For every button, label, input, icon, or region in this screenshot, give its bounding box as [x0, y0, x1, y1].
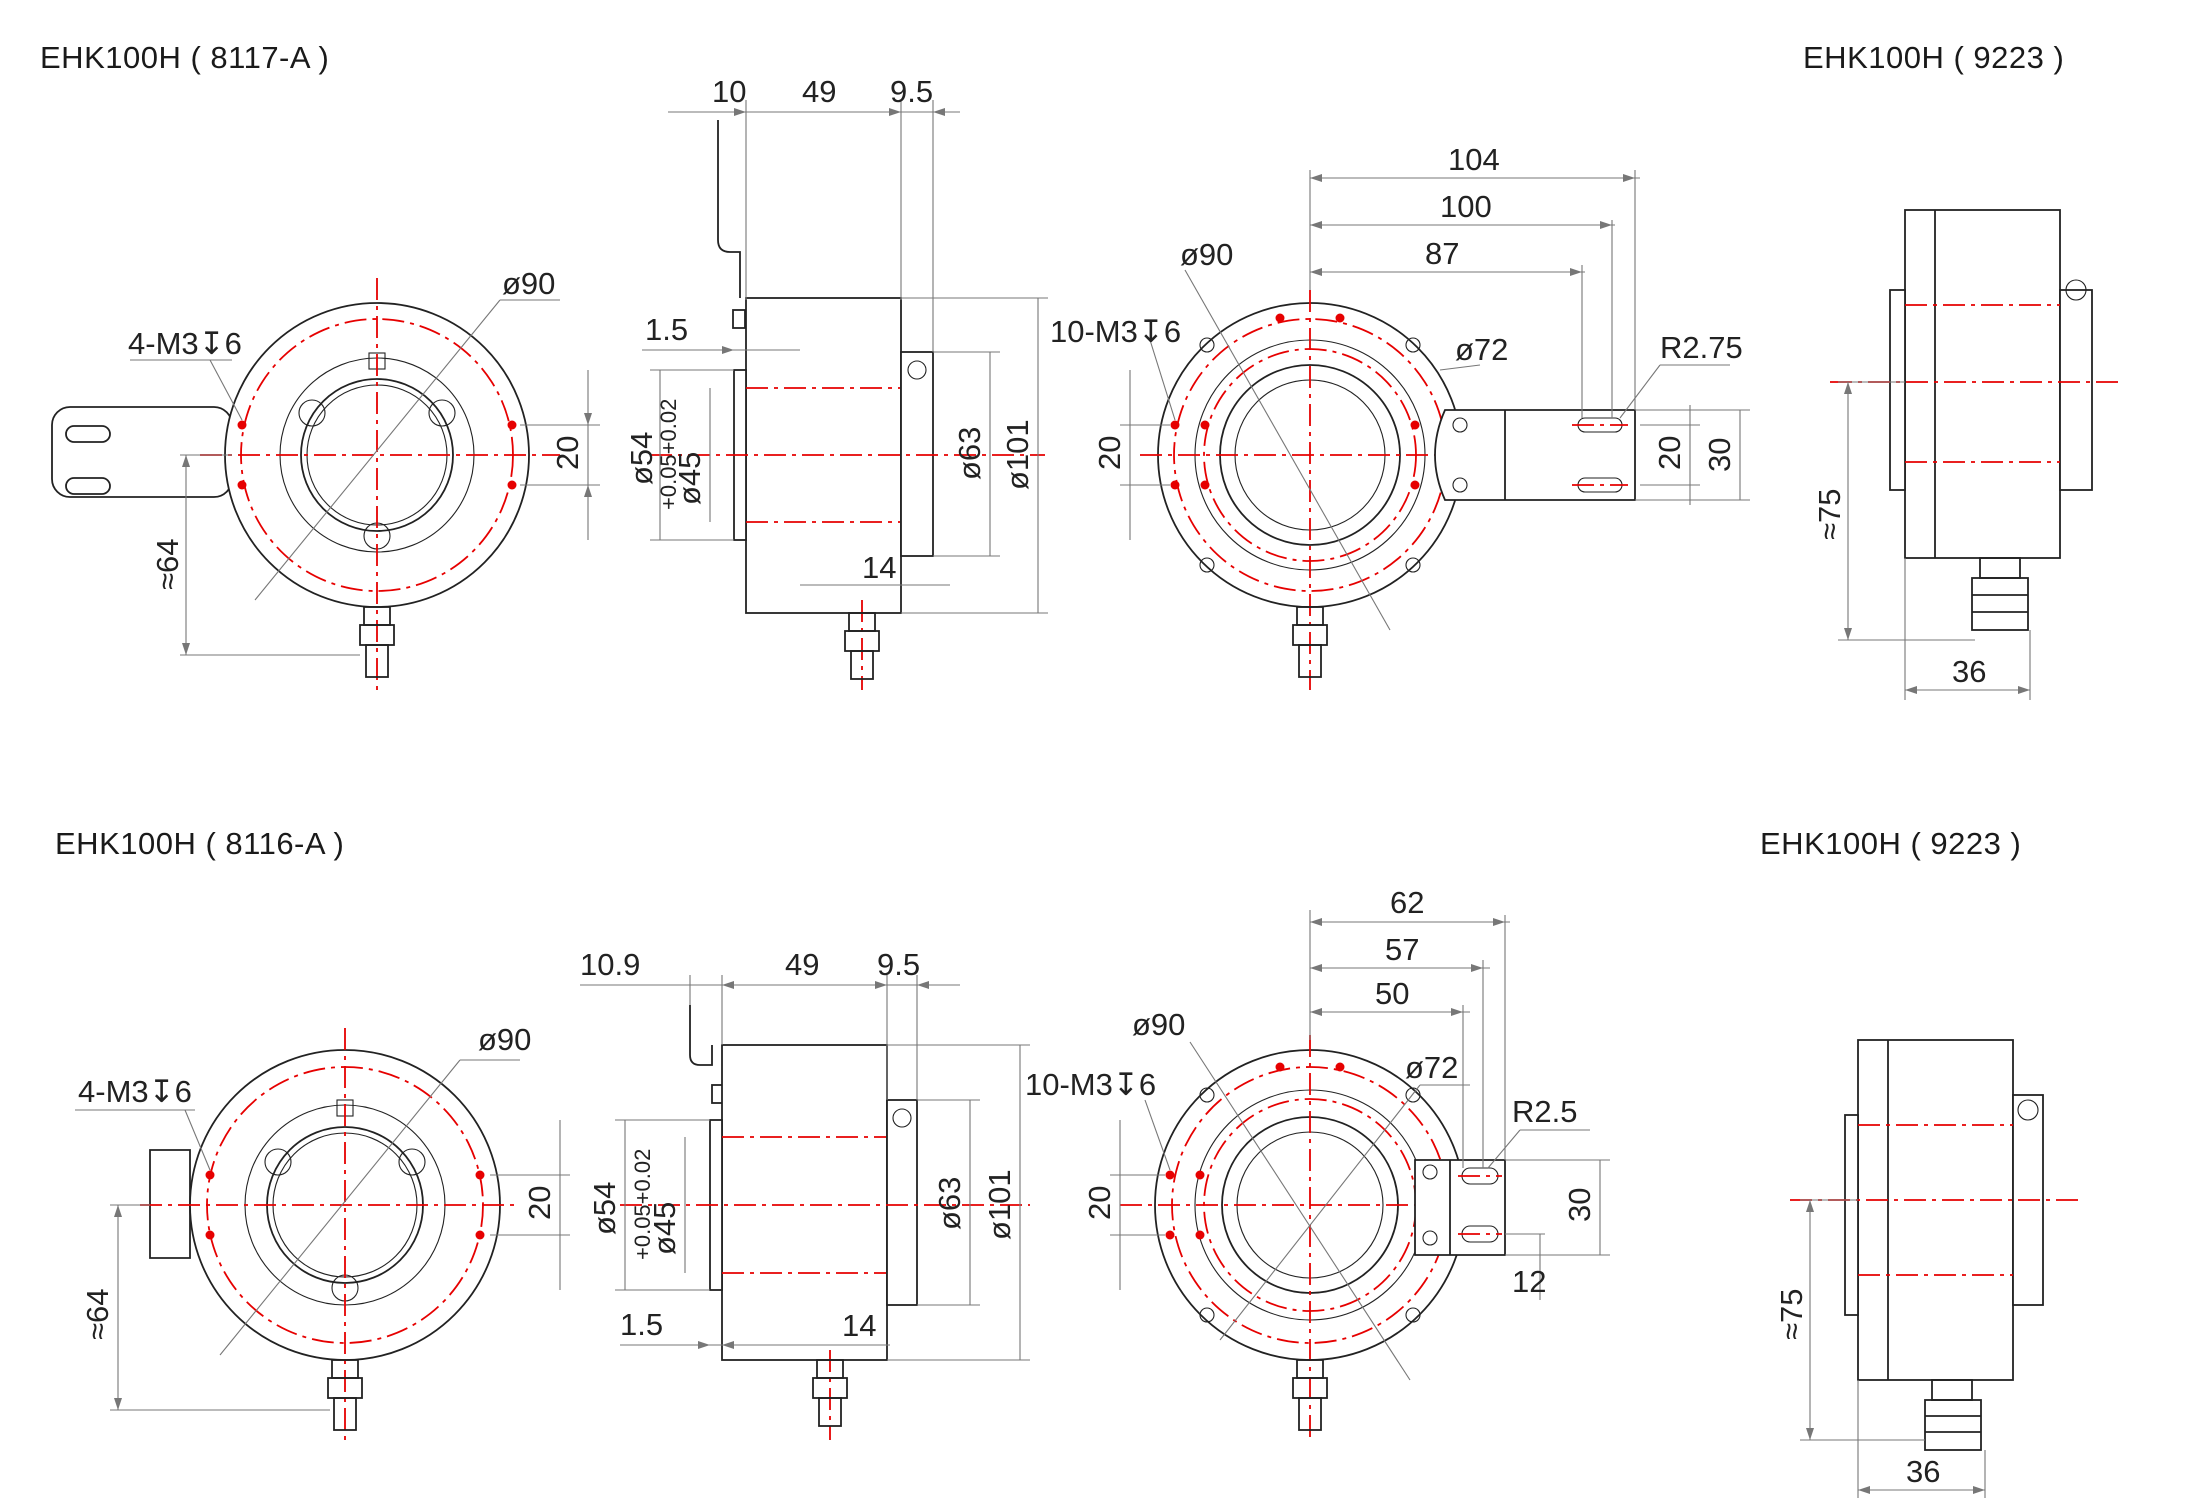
hollow-shaft-bore	[300, 378, 454, 532]
dim-9-5: 9.5	[890, 74, 933, 109]
dim-20: 20	[522, 1186, 557, 1220]
top-side-view: 10 49 9.5 1.5 ø54 ø45 +0.05+0.02 ø63 ø10…	[624, 74, 1048, 690]
title-9223-top: EHK100H ( 9223 )	[1803, 40, 2065, 75]
dim-9-5: 9.5	[877, 947, 920, 982]
top-side-view-2: ≈75 36	[1812, 209, 2120, 700]
hole-callout: 10-M3↧6	[1050, 314, 1181, 349]
dim-dia90: ø90	[478, 1022, 531, 1057]
dim-radius: R2.5	[1512, 1094, 1577, 1129]
dim-dia72: ø72	[1405, 1050, 1458, 1085]
dim-104: 104	[1448, 142, 1500, 177]
dim-dia90: ø90	[1180, 237, 1233, 272]
title-9223-bottom: EHK100H ( 9223 )	[1760, 826, 2022, 861]
dim-20-left: 20	[1092, 436, 1127, 470]
dim-dia63: ø63	[952, 427, 987, 480]
cable-gland	[365, 644, 389, 678]
dim-dia101: ø101	[982, 1169, 1017, 1240]
tether-arm	[1414, 1159, 1506, 1256]
anti-rotation-arm	[689, 1005, 713, 1066]
dim-dia101: ø101	[1000, 419, 1035, 490]
mount-hole	[507, 480, 517, 490]
title-8116-a: EHK100H ( 8116-A )	[55, 826, 345, 861]
mount-hole	[237, 420, 247, 430]
hole-callout: 4-M3↧6	[78, 1074, 192, 1109]
side-housing	[1904, 209, 2061, 559]
hole-callout: 4-M3↧6	[128, 326, 242, 361]
side-housing	[1857, 1039, 2014, 1381]
bottom-side-view: 10.9 49 9.5 1.5 ø54 ø45 +0.05+0.02 ø63 ø…	[580, 947, 1030, 1440]
dim-14: 14	[842, 1308, 876, 1343]
dim-dia45-tolerance: +0.05+0.02	[630, 1149, 655, 1260]
dim-87: 87	[1425, 236, 1459, 271]
dim-dia45-tolerance: +0.05+0.02	[656, 399, 681, 510]
dim-64: ≈64	[80, 1289, 115, 1341]
mounting-bracket	[51, 406, 233, 498]
hole-callout: 10-M3↧6	[1025, 1067, 1156, 1102]
dim-radius: R2.75	[1660, 330, 1743, 365]
dim-14: 14	[862, 550, 896, 585]
dim-12: 12	[1512, 1264, 1546, 1299]
dim-dia90: ø90	[1132, 1007, 1185, 1042]
bottom-front-view: ø90 4-M3↧6 20 ≈64	[75, 1022, 570, 1440]
side-connector	[1971, 577, 2029, 631]
dim-20-left: 20	[1082, 1186, 1117, 1220]
title-8117-a: EHK100H ( 8117-A )	[40, 40, 330, 75]
dim-36: 36	[1906, 1454, 1940, 1489]
side-connector	[1924, 1399, 1982, 1451]
dim-62: 62	[1390, 885, 1424, 920]
arm-screw	[732, 309, 746, 329]
dim-100: 100	[1440, 189, 1492, 224]
dim-57: 57	[1385, 932, 1419, 967]
dim-75: ≈75	[1774, 1289, 1809, 1341]
top-front-view: ø90 4-M3↧6 20 ≈64	[51, 266, 600, 690]
mount-hole	[507, 420, 517, 430]
dim-36: 36	[1952, 654, 1986, 689]
dim-49: 49	[802, 74, 836, 109]
dim-1-5: 1.5	[645, 312, 688, 347]
dim-1-5: 1.5	[620, 1307, 663, 1342]
dim-30: 30	[1702, 438, 1737, 472]
clamp-hole	[298, 399, 326, 427]
side-clamp	[2059, 289, 2093, 491]
dim-10: 10	[712, 74, 746, 109]
mount-hole	[237, 480, 247, 490]
bottom-side-view-2: ≈75 36	[1774, 1039, 2080, 1498]
clamp-hole	[428, 399, 456, 427]
dim-30: 30	[1562, 1188, 1597, 1222]
dim-20: 20	[550, 436, 585, 470]
dim-dia90: ø90	[502, 266, 555, 301]
dim-dia63: ø63	[932, 1177, 967, 1230]
dim-dia72: ø72	[1455, 332, 1508, 367]
anti-rotation-arm	[717, 120, 741, 298]
dim-75: ≈75	[1812, 489, 1847, 541]
dim-dia45: ø45	[647, 1202, 682, 1255]
dim-64: ≈64	[150, 539, 185, 591]
dim-20-right: 20	[1652, 436, 1687, 470]
leader-line	[254, 299, 501, 601]
side-clamp	[886, 1099, 918, 1306]
dim-dia45: ø45	[672, 452, 707, 505]
side-clamp	[900, 351, 934, 557]
dim-dia54: ø54	[587, 1182, 622, 1235]
tether-arm	[1434, 409, 1636, 501]
bracket-slot	[65, 425, 111, 443]
side-housing	[721, 1044, 888, 1361]
mounting-bracket	[149, 1149, 191, 1259]
top-front-view-2: 104 100 87 ø90 ø72 10-M3↧6 R2.75 20 20 3…	[1050, 142, 1750, 690]
dim-50: 50	[1375, 976, 1409, 1011]
bracket-slot	[65, 477, 111, 495]
leader-line	[209, 359, 243, 421]
dim-49: 49	[785, 947, 819, 982]
dim-10-9: 10.9	[580, 947, 640, 982]
dim-dia54: ø54	[624, 432, 659, 485]
bottom-front-view-2: 62 57 50 ø90 ø72 10-M3↧6 R2.5 20 30 12	[1025, 885, 1610, 1440]
clamp-screw	[907, 360, 927, 380]
